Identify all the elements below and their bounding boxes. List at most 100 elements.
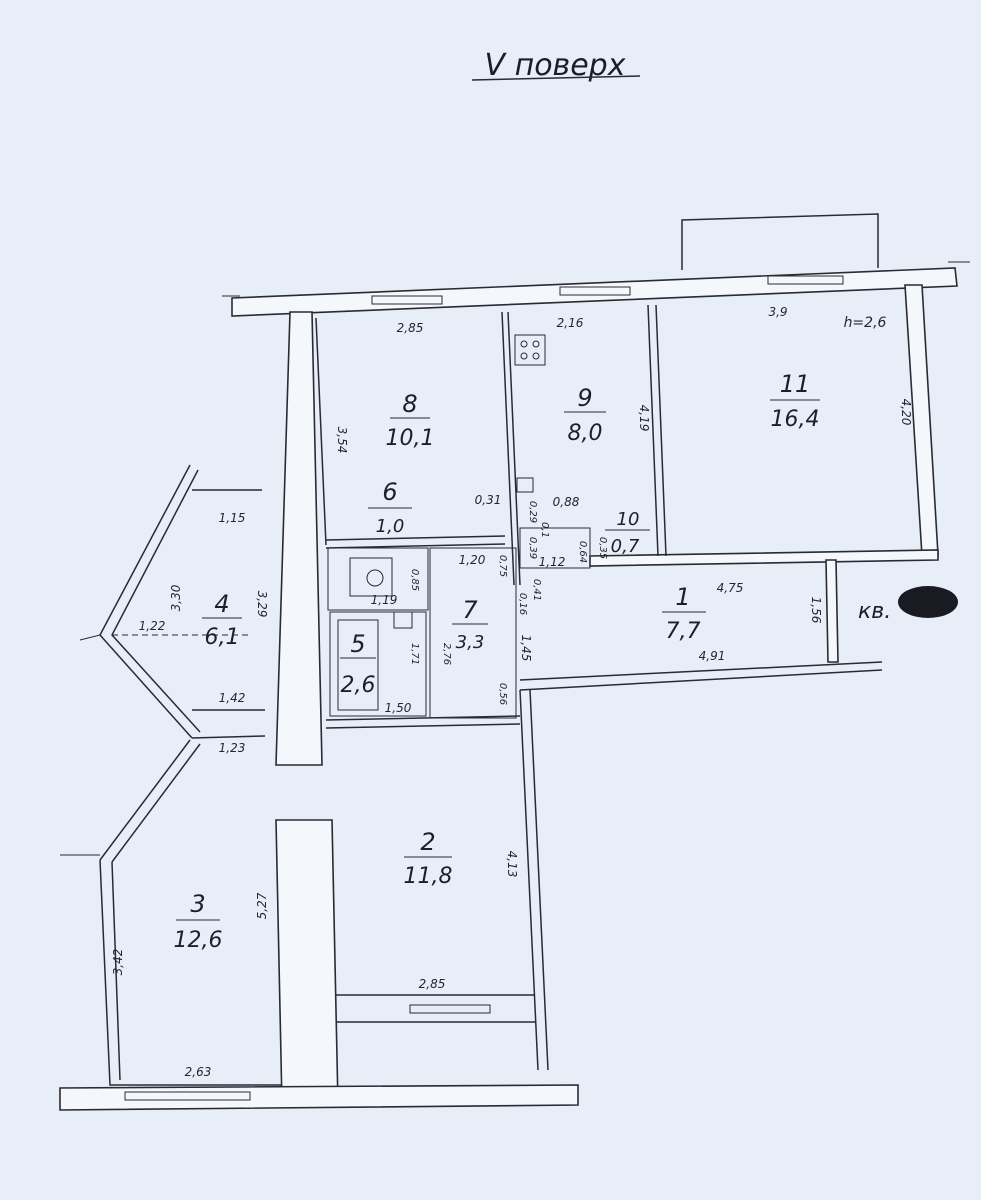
svg-text:1,19: 1,19 (371, 593, 398, 607)
svg-text:0,85: 0,85 (409, 569, 420, 591)
svg-text:0,35: 0,35 (597, 537, 608, 559)
window (371, 295, 443, 305)
svg-text:9: 9 (577, 384, 592, 412)
svg-text:4,75: 4,75 (717, 581, 744, 595)
svg-text:16,4: 16,4 (771, 407, 820, 432)
svg-text:3,9: 3,9 (768, 305, 787, 319)
svg-text:1,12: 1,12 (539, 555, 566, 569)
svg-text:8,0: 8,0 (568, 421, 603, 446)
room-label-7: 7 3,3 (452, 596, 488, 653)
washing-machine-icon (366, 569, 384, 587)
room-4-bottom-wall (191, 735, 266, 739)
left-vertical-wall-lower (275, 819, 339, 1106)
svg-text:4,19: 4,19 (637, 405, 651, 432)
svg-text:0,7: 0,7 (611, 536, 640, 557)
room-3-diagonal (111, 743, 201, 863)
svg-text:2,16: 2,16 (557, 316, 584, 330)
svg-text:3,42: 3,42 (111, 949, 125, 976)
svg-text:1,71: 1,71 (409, 643, 420, 665)
window (124, 1091, 251, 1101)
redaction-mark (898, 586, 958, 618)
svg-text:2: 2 (420, 828, 435, 856)
svg-text:1,45: 1,45 (519, 635, 533, 662)
wall-9-11 (647, 304, 659, 557)
svg-text:6,1: 6,1 (205, 625, 240, 650)
corridor-bottom-wall (519, 669, 883, 691)
room-3-inner-wall (111, 861, 121, 1081)
svg-text:10: 10 (617, 509, 640, 530)
svg-text:0,64: 0,64 (577, 541, 588, 563)
apartment-label: кв. (858, 599, 891, 624)
wall-9-11 (655, 304, 667, 557)
room-6-bottom (325, 543, 506, 549)
room-label-2: 2 11,8 (404, 828, 453, 889)
corridor-bottom-wall (519, 661, 883, 681)
wall-8-9 (507, 311, 521, 586)
svg-text:3,29: 3,29 (255, 591, 269, 618)
svg-text:2,85: 2,85 (397, 321, 424, 335)
svg-text:4,91: 4,91 (699, 649, 726, 663)
room-label-1: 1 7,7 (662, 583, 706, 644)
svg-text:1,22: 1,22 (139, 619, 166, 633)
svg-text:0,39: 0,39 (527, 537, 538, 559)
svg-text:2,85: 2,85 (419, 977, 446, 991)
bottom-exterior-wall (59, 1084, 579, 1111)
room-4-bay-outline (111, 469, 201, 733)
room-label-10: 10 0,7 (605, 509, 650, 557)
window (409, 1004, 491, 1014)
room-label-11: 11 16,4 (770, 370, 820, 432)
svg-text:1,56: 1,56 (809, 597, 823, 624)
room-5-bath (329, 611, 427, 717)
svg-text:0,41: 0,41 (531, 579, 542, 601)
svg-text:11,8: 11,8 (404, 864, 453, 889)
room-7-outline (429, 547, 517, 719)
svg-text:0,29: 0,29 (527, 501, 538, 523)
room-label-4: 4 6,1 (202, 590, 242, 650)
room-label-5: 5 2,6 (340, 630, 376, 698)
svg-text:1,42: 1,42 (219, 691, 246, 705)
svg-text:1,15: 1,15 (219, 511, 246, 525)
svg-text:10,1: 10,1 (386, 426, 435, 451)
svg-text:0,31: 0,31 (475, 493, 502, 507)
bath-bottom-wall (325, 715, 521, 721)
svg-text:1,50: 1,50 (385, 701, 412, 715)
balcony-outline (681, 213, 879, 270)
ceiling-height-label: h=2,6 (844, 315, 887, 331)
room-6-bottom (325, 535, 506, 541)
svg-text:2,63: 2,63 (185, 1065, 212, 1079)
wall-mark (79, 634, 101, 641)
svg-text:4: 4 (214, 590, 229, 618)
right-column (825, 559, 839, 663)
dimension-labels: 2,85 2,16 3,9 4,20 3,54 4,19 1,15 3,30 3… (111, 305, 913, 1079)
room-2-right-wall (529, 689, 549, 1071)
svg-text:0,16: 0,16 (517, 593, 528, 615)
sink-icon (516, 477, 534, 493)
svg-text:4,20: 4,20 (899, 399, 913, 426)
svg-text:8: 8 (402, 390, 417, 418)
stove-burner-icon (520, 340, 528, 348)
bath-bottom-wall (325, 723, 521, 729)
svg-text:5: 5 (350, 630, 365, 658)
top-exterior-wall (231, 267, 958, 317)
svg-text:0,1: 0,1 (539, 522, 550, 538)
washing-machine-icon (349, 557, 393, 597)
stove-burner-icon (520, 352, 528, 360)
svg-text:0,88: 0,88 (553, 495, 580, 509)
room-label-9: 9 8,0 (564, 384, 606, 446)
svg-text:2,6: 2,6 (341, 673, 376, 698)
bathtub-icon (337, 619, 379, 711)
stove-burner-icon (532, 340, 540, 348)
room-3-diagonal (99, 739, 191, 861)
stove-icon (514, 334, 546, 366)
svg-text:11: 11 (780, 370, 811, 398)
room-label-8: 8 10,1 (386, 390, 435, 451)
svg-text:3,30: 3,30 (169, 584, 183, 611)
svg-text:3,3: 3,3 (456, 632, 485, 653)
svg-text:1,0: 1,0 (376, 516, 405, 537)
central-vertical-wall (275, 311, 323, 766)
room-2-right-wall (519, 689, 539, 1071)
svg-text:12,6: 12,6 (174, 928, 223, 953)
svg-text:1,23: 1,23 (219, 741, 246, 755)
